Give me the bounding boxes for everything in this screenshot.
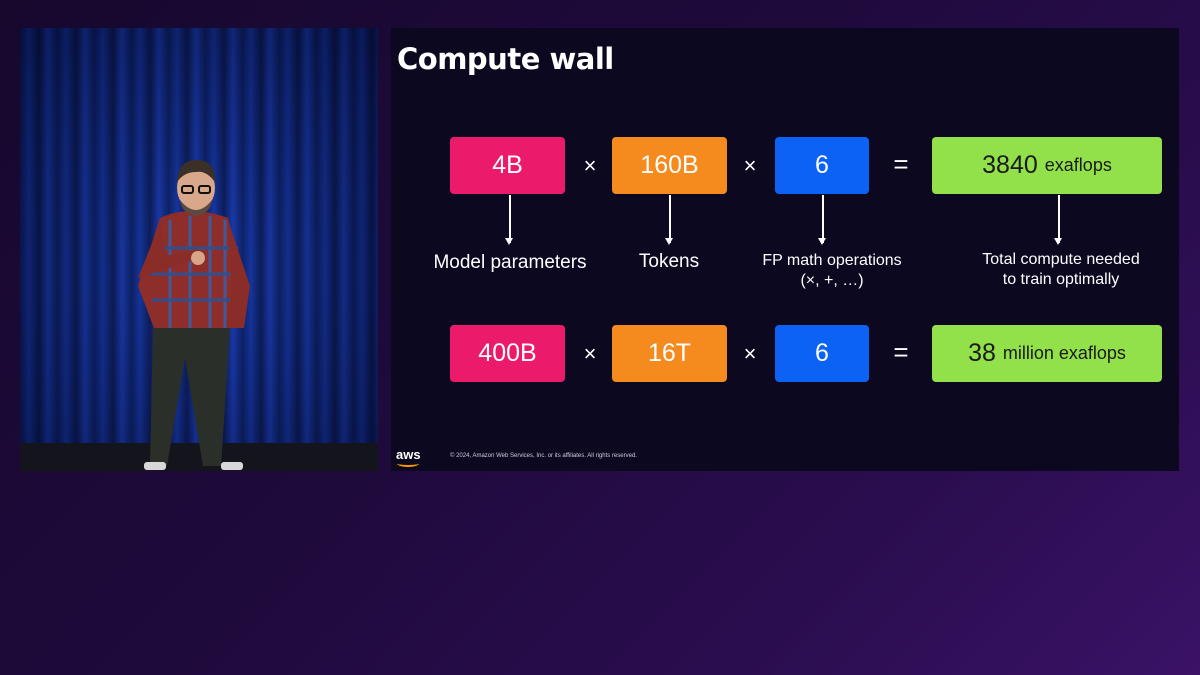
- arrow-down-icon: [819, 195, 825, 245]
- box-fp-operations-row2: 6: [775, 325, 869, 382]
- label-line: FP math operations: [762, 252, 902, 269]
- equals-operator: =: [893, 337, 909, 367]
- aws-smile-icon: [397, 460, 419, 467]
- times-operator: ×: [583, 153, 597, 178]
- box-value: 16T: [647, 339, 692, 367]
- label-model-parameters: Model parameters: [433, 252, 587, 273]
- label-total-compute: Total compute needed to train optimally: [963, 250, 1159, 290]
- result-unit: exaflops: [1044, 155, 1112, 175]
- slide-title: Compute wall: [397, 42, 614, 76]
- box-tokens-row2: 16T: [612, 325, 727, 382]
- times-operator: ×: [743, 153, 757, 178]
- box-value: 4B: [492, 151, 523, 179]
- box-tokens-row1: 160B: [612, 137, 727, 194]
- box-total-compute-row1: 3840 exaflops: [932, 137, 1162, 194]
- box-model-parameters-row1: 4B: [450, 137, 565, 194]
- label-line: (×, +, …): [800, 272, 864, 289]
- result-value: 38: [968, 339, 996, 367]
- copyright-notice: © 2024, Amazon Web Services, Inc. or its…: [450, 453, 637, 459]
- label-fp-operations: FP math operations (×, +, …): [747, 251, 917, 291]
- times-operator: ×: [583, 341, 597, 366]
- speaker-figure: [138, 160, 250, 470]
- label-line: Total compute needed: [982, 251, 1140, 268]
- arrow-down-icon: [506, 195, 512, 245]
- box-value: 6: [815, 151, 829, 179]
- stage-floor: [20, 443, 378, 471]
- box-fp-operations-row1: 6: [775, 137, 869, 194]
- speaker-video-feed: [20, 28, 378, 471]
- box-value: 6: [815, 339, 829, 367]
- label-tokens: Tokens: [638, 251, 700, 272]
- label-line: to train optimally: [1002, 271, 1120, 288]
- presentation-slide: Compute wall 4B × 160B × 6 = 3840 exaflo…: [391, 28, 1179, 471]
- aws-logo-text: aws: [396, 447, 421, 462]
- arrow-down-icon: [666, 195, 672, 245]
- box-model-parameters-row2: 400B: [450, 325, 565, 382]
- result-value: 3840: [982, 151, 1038, 179]
- equals-operator: =: [893, 149, 909, 179]
- box-total-compute-row2: 38 million exaflops: [932, 325, 1162, 382]
- box-value: 160B: [640, 151, 699, 179]
- times-operator: ×: [743, 341, 757, 366]
- aws-logo-icon: aws: [396, 447, 424, 467]
- box-value: 400B: [478, 339, 537, 367]
- arrow-down-icon: [1055, 195, 1061, 245]
- result-unit: million exaflops: [1002, 343, 1126, 363]
